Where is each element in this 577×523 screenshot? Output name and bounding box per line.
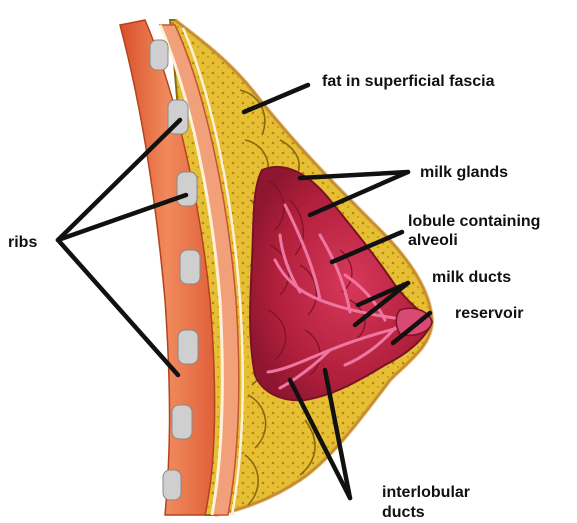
- rib: [150, 40, 168, 70]
- rib: [177, 172, 197, 206]
- label-interlobular-line1: interlobular: [382, 484, 470, 501]
- label-lobule-line1: lobule containing: [408, 213, 540, 230]
- label-milk-ducts: milk ducts: [432, 269, 511, 286]
- rib: [178, 330, 198, 364]
- label-milk-glands: milk glands: [420, 164, 508, 181]
- label-fat-superficial-fascia: fat in superficial fascia: [322, 73, 495, 90]
- label-reservoir: reservoir: [455, 305, 524, 322]
- label-lobule-line2: alveoli: [408, 232, 458, 249]
- label-interlobular-line2: ducts: [382, 504, 425, 521]
- rib: [163, 470, 181, 500]
- label-ribs: ribs: [8, 234, 37, 251]
- rib: [180, 250, 200, 284]
- rib: [172, 405, 192, 439]
